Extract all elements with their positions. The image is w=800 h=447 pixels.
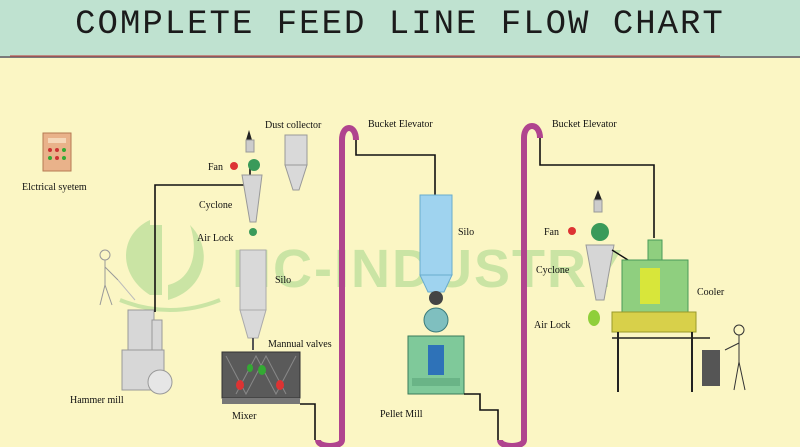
duct-elevator1-to-silo [355,140,436,195]
label-manual-valves: Mannual valves [268,339,332,350]
page-title: COMPLETE FEED LINE FLOW CHART [75,6,725,44]
watermark-logo [119,220,221,312]
label-bucket-elevator-2: Bucket Elevator [552,119,617,130]
dust-collector [284,134,308,191]
cyclone-right [585,190,615,326]
hammer-mill [121,309,173,395]
air-lock-valve-right [588,310,600,326]
label-bucket-elevator-1: Bucket Elevator [368,119,433,130]
worker-figure-right [702,324,746,391]
fan-left-indicator [230,162,238,170]
label-cyclone-left: Cyclone [199,200,233,211]
mixer [221,351,301,404]
silo-left [239,249,267,339]
label-silo-left: Silo [275,275,291,286]
label-pellet-mill: Pellet Mill [380,409,423,420]
electrical-cabinet [42,132,72,172]
label-mixer: Mixer [232,411,257,422]
label-hammer-mill: Hammer mill [70,395,124,406]
label-air-lock-right: Air Lock [534,320,570,331]
cyclone-left [241,130,263,236]
label-dust-collector: Dust collector [265,120,322,131]
duct-cyclone-to-cooler [611,249,629,261]
fan-right-indicator [568,227,576,235]
cooler [611,239,710,392]
label-cooler: Cooler [697,287,725,298]
title-banner: COMPLETE FEED LINE FLOW CHART [0,0,800,58]
silo-mid [419,194,453,293]
duct-mixer-out [300,403,316,440]
bucket-elevator-1 [315,125,359,447]
label-cyclone-right: Cyclone [536,265,570,276]
duct-pellet-out [464,393,499,440]
label-air-lock-left: Air Lock [197,233,233,244]
label-electrical-system: Elctrical syetem [22,182,87,193]
air-lock-valve-left [249,228,257,236]
label-silo-mid: Silo [458,227,474,238]
duct-elevator2-to-cooler [539,138,655,238]
worker-figure-left [99,249,136,306]
label-fan-right: Fan [544,227,559,238]
label-fan-left: Fan [208,162,223,173]
pellet-mill [407,291,465,395]
bucket-elevator-2 [497,123,543,447]
